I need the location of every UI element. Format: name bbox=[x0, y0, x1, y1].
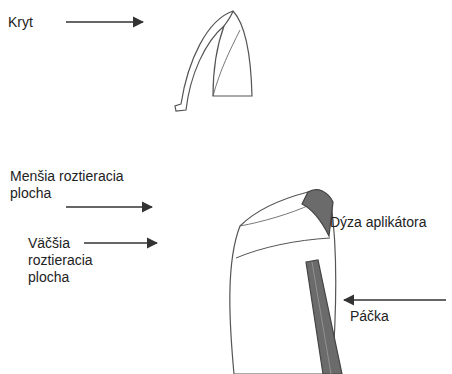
cap-label: Kryt bbox=[8, 14, 68, 31]
leader-arrows bbox=[66, 22, 446, 300]
nozzle-label: Dýza aplikátora bbox=[330, 214, 440, 231]
lever-label: Páčka bbox=[350, 308, 440, 325]
large-surface-label: Väčšia roztieracia plocha bbox=[28, 235, 118, 286]
applicator-drawing bbox=[230, 190, 342, 374]
small-surface-label: Menšia roztieracia plocha bbox=[10, 168, 150, 202]
lever-drawing bbox=[306, 260, 342, 374]
cap-drawing bbox=[175, 11, 252, 111]
